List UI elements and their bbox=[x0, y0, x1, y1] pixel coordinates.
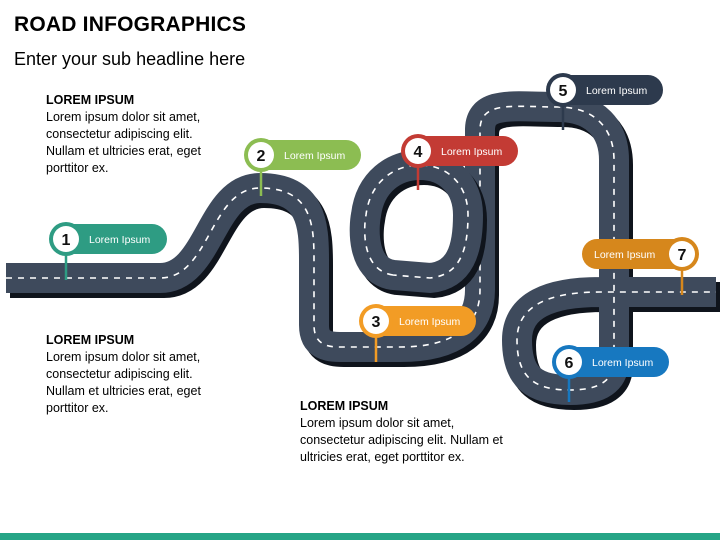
text-block-heading: LOREM IPSUM bbox=[46, 333, 135, 347]
marker-number: 1 bbox=[62, 232, 71, 249]
marker-label: Lorem Ipsum bbox=[594, 249, 656, 261]
text-block-2: LOREM IPSUM Lorem ipsum dolor sit amet, … bbox=[46, 332, 266, 417]
marker-label: Lorem Ipsum bbox=[586, 85, 648, 97]
marker-3: Lorem Ipsum 3 bbox=[359, 304, 476, 362]
road bbox=[6, 91, 720, 410]
marker-number: 4 bbox=[414, 144, 423, 161]
marker-label-pill bbox=[558, 347, 669, 377]
marker-6: Lorem Ipsum 6 bbox=[552, 345, 669, 402]
marker-number: 7 bbox=[678, 247, 687, 264]
marker-label: Lorem Ipsum bbox=[592, 357, 654, 369]
marker-label-pill bbox=[552, 75, 663, 105]
marker-2: Lorem Ipsum 2 bbox=[244, 138, 361, 196]
marker-number: 3 bbox=[372, 314, 381, 331]
page-title: ROAD INFOGRAPHICS bbox=[14, 13, 247, 36]
marker-label: Lorem Ipsum bbox=[441, 146, 503, 158]
marker-label-pill bbox=[366, 306, 476, 336]
marker-number: 2 bbox=[257, 148, 266, 165]
marker-label: Lorem Ipsum bbox=[399, 316, 461, 328]
marker-1: Lorem Ipsum 1 bbox=[49, 222, 167, 280]
text-block-1: LOREM IPSUM Lorem ipsum dolor sit amet, … bbox=[46, 92, 266, 177]
page-subtitle: Enter your sub headline here bbox=[14, 49, 246, 69]
text-block-body: Lorem ipsum dolor sit amet, consectetur … bbox=[46, 110, 201, 175]
marker-face bbox=[556, 349, 582, 375]
marker-7: Lorem Ipsum 7 bbox=[582, 237, 699, 295]
text-block-heading: LOREM IPSUM bbox=[300, 399, 389, 413]
marker-label-pill bbox=[56, 224, 167, 254]
marker-face bbox=[53, 226, 79, 252]
marker-label: Lorem Ipsum bbox=[284, 150, 346, 162]
marker-face bbox=[405, 138, 431, 164]
bottom-accent-bar bbox=[0, 533, 720, 540]
text-block-body: Lorem ipsum dolor sit amet, consectetur … bbox=[46, 350, 201, 415]
road-loop-lane bbox=[363, 164, 469, 279]
marker-label: Lorem Ipsum bbox=[89, 234, 151, 246]
marker-face bbox=[669, 241, 695, 267]
marker-number: 5 bbox=[559, 83, 568, 100]
marker-face bbox=[248, 142, 274, 168]
text-block-body: Lorem ipsum dolor sit amet, consectetur … bbox=[300, 416, 503, 464]
text-block-3: LOREM IPSUM Lorem ipsum dolor sit amet, … bbox=[300, 398, 540, 466]
text-block-heading: LOREM IPSUM bbox=[46, 93, 135, 107]
road-surface bbox=[6, 91, 716, 405]
marker-label-pill bbox=[408, 136, 518, 166]
marker-label-pill bbox=[250, 140, 361, 170]
marker-face bbox=[363, 308, 389, 334]
marker-4: Lorem Ipsum 4 bbox=[401, 134, 518, 190]
marker-label-pill bbox=[582, 239, 692, 269]
marker-5: Lorem Ipsum 5 bbox=[546, 73, 663, 130]
marker-face bbox=[550, 77, 576, 103]
marker-number: 6 bbox=[565, 355, 574, 372]
